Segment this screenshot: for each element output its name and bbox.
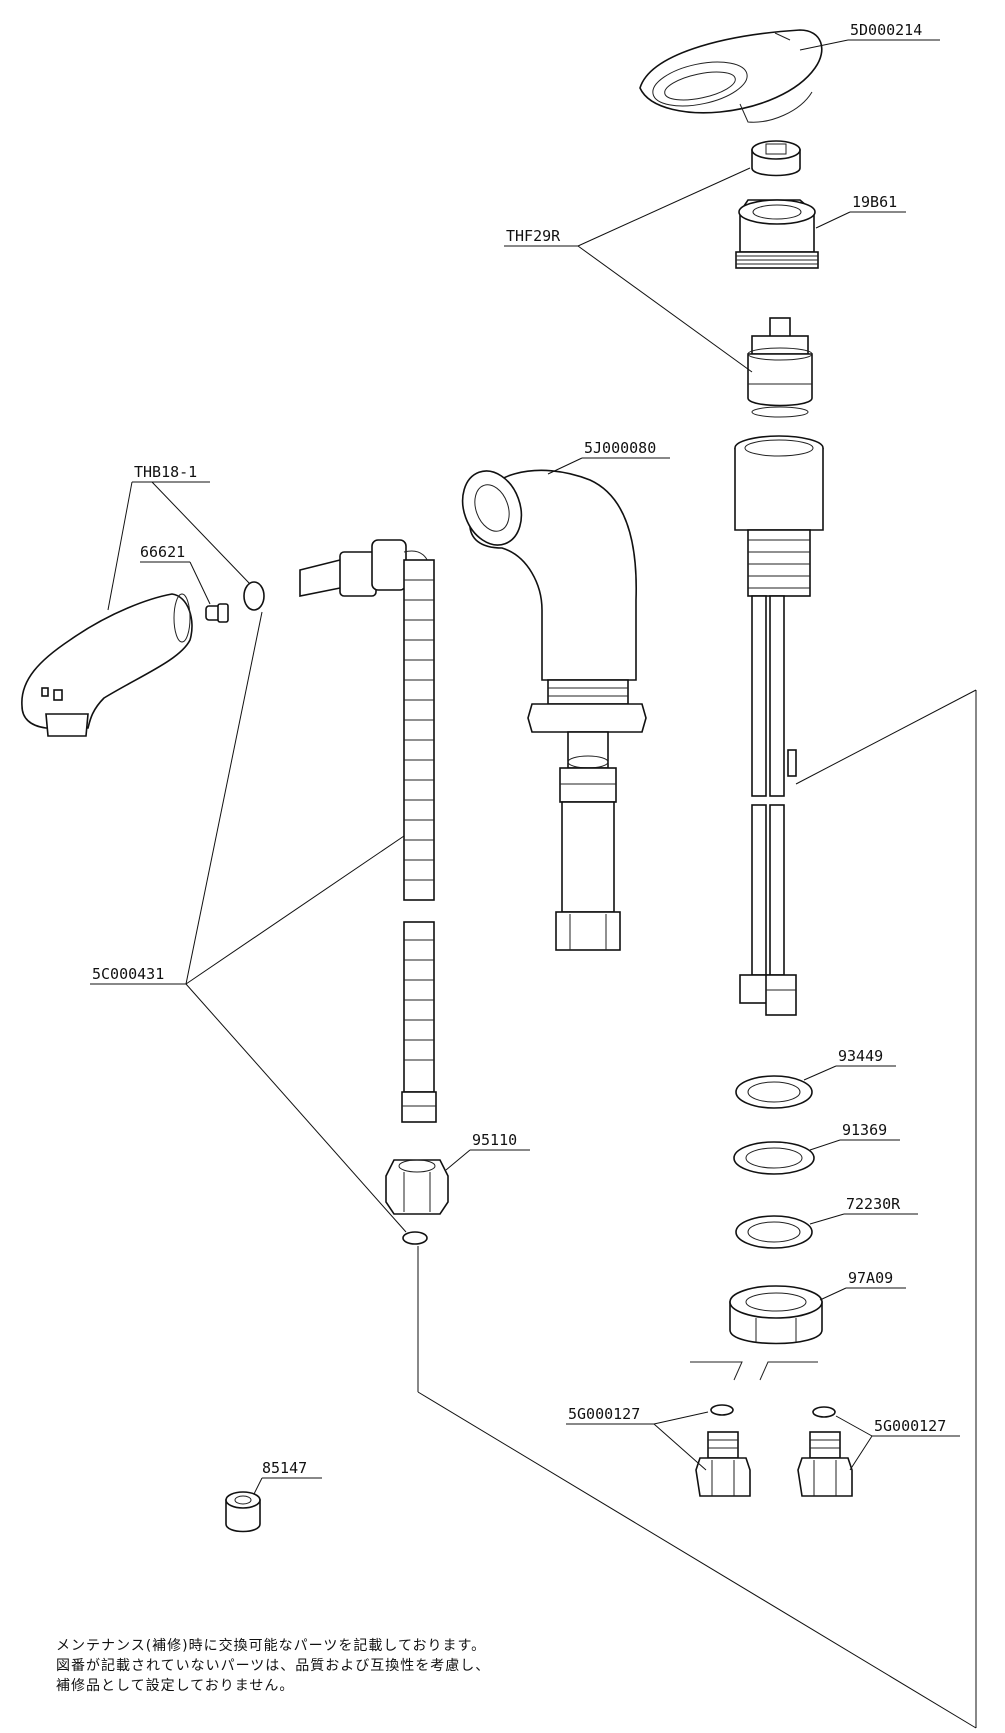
label-fix-nut: 97A09 bbox=[848, 1269, 893, 1287]
spout-ring-part bbox=[243, 581, 265, 611]
spout-part bbox=[461, 469, 647, 951]
hose-part bbox=[299, 539, 437, 1123]
label-nut: 95110 bbox=[472, 1131, 517, 1149]
label-weight: 85147 bbox=[262, 1459, 307, 1477]
label-washer-2: 91369 bbox=[842, 1121, 887, 1139]
label-spout: 5J000080 bbox=[584, 439, 656, 457]
cap-nut-part bbox=[735, 199, 819, 269]
cartridge-part bbox=[747, 317, 813, 418]
label-aerator: 66621 bbox=[140, 543, 185, 561]
washer-93449-part bbox=[735, 1075, 813, 1109]
washer-72230R-part bbox=[735, 1215, 813, 1249]
weight-part bbox=[225, 1491, 261, 1533]
label-cap-nut: 19B61 bbox=[852, 193, 897, 211]
leader-lines bbox=[90, 39, 977, 1729]
nut-95110-part bbox=[385, 1159, 449, 1215]
cartridge-top-part bbox=[751, 140, 801, 177]
spout-head-part bbox=[21, 593, 193, 737]
label-hose: 5C000431 bbox=[92, 965, 164, 983]
faucet-body-part bbox=[734, 435, 824, 1016]
label-washer-1: 93449 bbox=[838, 1047, 883, 1065]
label-spout-set: THB18-1 bbox=[134, 463, 197, 481]
note-line-2: 図番が記載されていないパーツは、品質および互換性を考慮し、 bbox=[56, 1658, 491, 1674]
label-lever-handle: 5D000214 bbox=[850, 21, 922, 39]
label-adapter-right: 5G000127 bbox=[874, 1417, 946, 1435]
label-adapter-left: 5G000127 bbox=[568, 1405, 640, 1423]
fix-nut-part bbox=[729, 1285, 823, 1345]
part-labels: 5D000214 19B61 THF29R 5J000080 THB18-1 6… bbox=[92, 21, 946, 1477]
label-cartridge-set: THF29R bbox=[506, 227, 561, 245]
small-washer-part bbox=[402, 1231, 428, 1245]
note-line-1: メンテナンス(補修)時に交換可能なパーツを記載しております。 bbox=[56, 1638, 487, 1654]
aerator-part bbox=[205, 603, 229, 623]
lever-handle-part bbox=[639, 29, 823, 123]
adapter-right-part bbox=[797, 1406, 853, 1497]
label-washer-3: 72230R bbox=[846, 1195, 901, 1213]
washer-91369-part bbox=[733, 1141, 815, 1175]
maintenance-note: メンテナンス(補修)時に交換可能なパーツを記載しております。 図番が記載されてい… bbox=[56, 1636, 956, 1696]
note-line-3: 補修品として設定しておりません。 bbox=[56, 1678, 295, 1694]
adapter-left-part bbox=[695, 1404, 751, 1497]
